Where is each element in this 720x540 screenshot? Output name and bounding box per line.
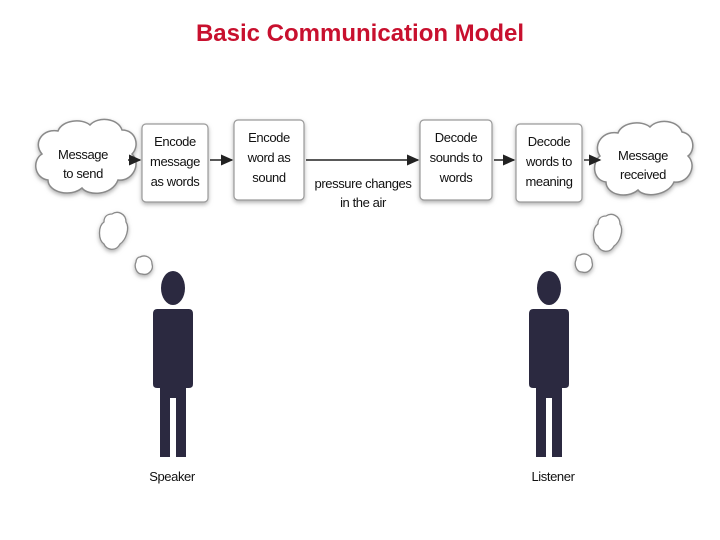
step-1-line-3: as words xyxy=(151,174,201,189)
listener-figure-icon xyxy=(529,271,569,457)
step-4-line-3: meaning xyxy=(525,174,572,189)
step-encode-word: Encode word as sound xyxy=(233,119,305,201)
listener-thought-bubbles xyxy=(574,213,623,274)
step-3-line-1: Decode xyxy=(435,130,478,145)
step-3-line-3: words xyxy=(439,170,474,185)
step-4-line-1: Decode xyxy=(528,134,571,149)
speaker-thought-cloud xyxy=(35,118,137,194)
step-1-line-2: message xyxy=(150,154,200,169)
listener-cloud-line-2: received xyxy=(620,167,666,182)
speaker-label: Speaker xyxy=(149,469,196,484)
step-encode-message: Encode message as words xyxy=(141,123,209,203)
speaker-cloud-line-1: Message xyxy=(58,147,108,162)
listener-label: Listener xyxy=(531,469,575,484)
speaker-cloud-line-2: to send xyxy=(63,166,103,181)
channel-label-line-2: in the air xyxy=(340,195,387,210)
speaker-figure-icon xyxy=(153,271,193,457)
step-2-line-3: sound xyxy=(252,170,286,185)
step-4-line-2: words to xyxy=(525,154,572,169)
step-2-line-2: word as xyxy=(247,150,292,165)
channel-label-line-1: pressure changes xyxy=(315,176,413,191)
step-decode-sounds: Decode sounds to words xyxy=(419,119,493,201)
listener-cloud-line-1: Message xyxy=(618,148,668,163)
step-1-line-1: Encode xyxy=(154,134,196,149)
slide-title: Basic Communication Model xyxy=(195,20,525,47)
step-decode-words: Decode words to meaning xyxy=(515,123,583,203)
step-2-line-1: Encode xyxy=(248,130,290,145)
speaker-thought-bubbles xyxy=(98,211,154,276)
step-3-line-2: sounds to xyxy=(430,150,483,165)
